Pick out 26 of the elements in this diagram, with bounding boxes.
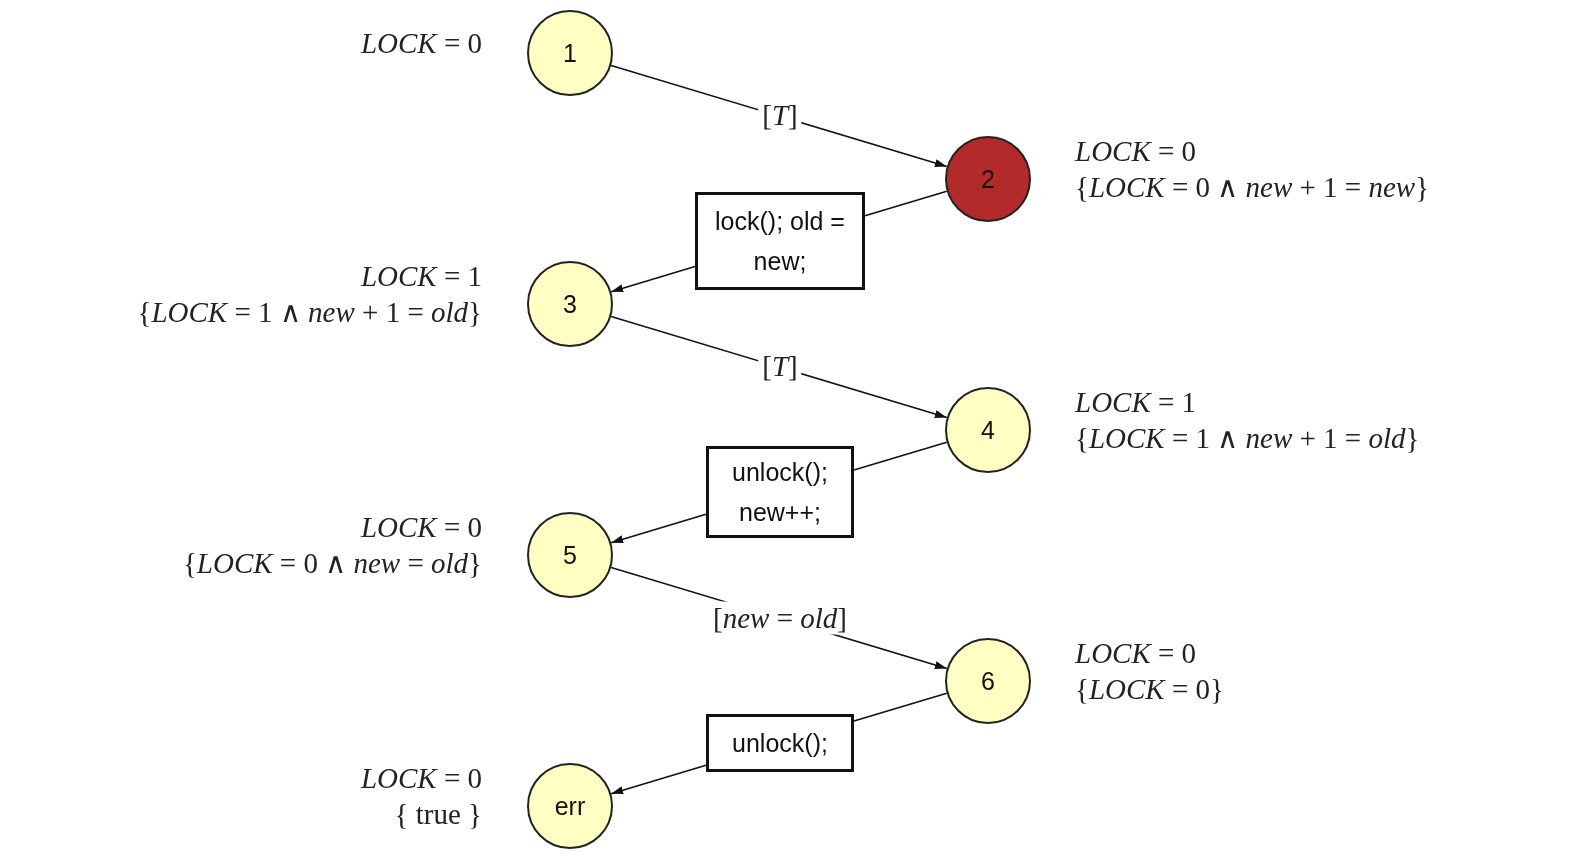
state-annotation: LOCK = 0 [1075,636,1198,671]
code-box: unlock(); [706,714,854,772]
state-annotation: LOCK = 0 [359,510,482,545]
state-annotation: {LOCK = 0} [1075,672,1224,707]
code-box: lock(); old = new; [695,192,865,290]
state-annotation: LOCK = 0 [360,761,482,796]
state-circle: 3 [527,261,613,347]
state-circle: 1 [527,10,613,96]
state-circle: 4 [945,387,1031,473]
arrow [610,764,707,795]
code-box: unlock(); new++; [706,446,854,538]
state-annotation: {LOCK = 0 ∧ new + 1 = new} [1075,170,1430,205]
state-circle: err [527,763,613,849]
state-annotation: {LOCK = 1 ∧ new + 1 = old} [137,295,482,330]
state-annotation: LOCK = 0 [1075,134,1198,169]
state-annotation: LOCK = 1 [359,259,482,294]
state-annotation: LOCK = 1 [1075,385,1198,420]
state-annotation: {LOCK = 0 ∧ new = old} [182,546,482,581]
state-annotation: { true } [393,797,482,832]
arrow [610,513,707,544]
state-circle: 6 [945,638,1031,724]
state-circle: 2 [945,136,1031,222]
state-circle: 5 [527,512,613,598]
arrow [610,265,696,293]
state-annotation: {LOCK = 1 ∧ new + 1 = old} [1075,421,1420,456]
state-annotation: LOCK = 0 [360,26,482,61]
